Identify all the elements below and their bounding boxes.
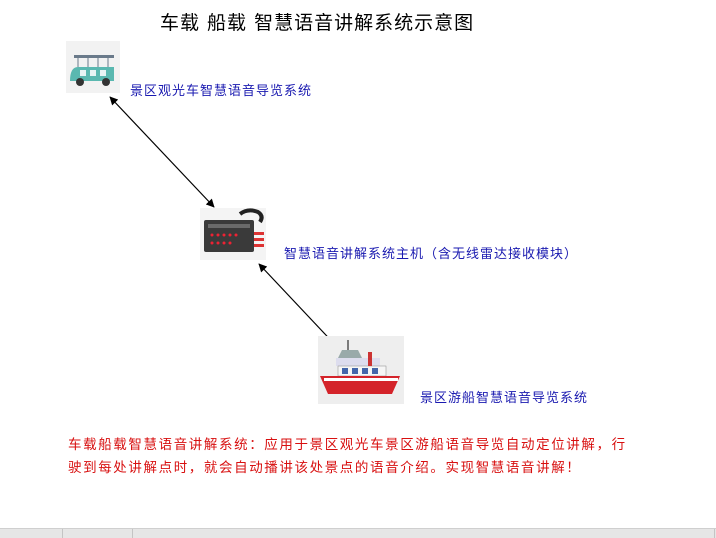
tour-bus-icon: [66, 41, 120, 93]
ship-system-label: 景区游船智慧语音导览系统: [420, 391, 589, 406]
status-bar-segment: [62, 529, 133, 538]
arrow-bus-host: [109, 96, 215, 208]
status-bar-segment: [0, 529, 63, 538]
status-bar: [0, 528, 716, 538]
page-title: 车载 船载 智慧语音讲解系统示意图: [160, 12, 475, 34]
status-bar-segment: [650, 529, 715, 538]
tour-boat-icon: [318, 336, 404, 404]
bus-system-label: 景区观光车智慧语音导览系统: [130, 84, 313, 99]
description-text: 车载船载智慧语音讲解系统：应用于景区观光车景区游船语音导览自动定位讲解，行驶到每…: [68, 437, 627, 476]
host-device-icon: [200, 208, 266, 260]
host-system-label: 智慧语音讲解系统主机（含无线雷达接收模块）: [284, 247, 579, 262]
arrow-host-ship: [258, 263, 341, 351]
